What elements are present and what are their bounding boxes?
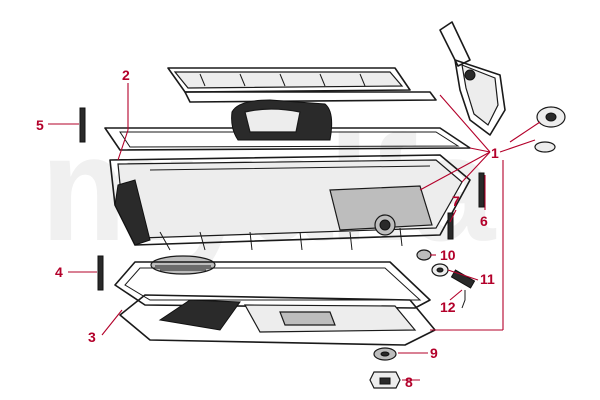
callout-1: 1 — [491, 145, 499, 161]
callout-11: 11 — [480, 271, 495, 287]
callout-12: 12 — [440, 299, 456, 315]
stud-6 — [478, 172, 485, 208]
callout-6: 6 — [480, 213, 488, 229]
stud-4 — [97, 255, 104, 291]
filler-cap — [534, 106, 566, 153]
callout-9: 9 — [430, 345, 438, 361]
callout-labels: 5 2 4 3 1 6 7 10 11 12 9 8 — [36, 67, 499, 390]
stud-5 — [79, 107, 86, 143]
part-9-washer — [373, 347, 397, 361]
callout-8: 8 — [405, 374, 413, 390]
callout-5: 5 — [36, 117, 44, 133]
callout-7: 7 — [452, 193, 460, 209]
callout-10: 10 — [440, 247, 456, 263]
part-10-washer — [416, 249, 432, 261]
lower-oil-pan — [119, 294, 436, 346]
oil-sump-body — [109, 154, 471, 251]
callout-3: 3 — [88, 329, 96, 345]
oil-pump-housing — [231, 99, 333, 141]
callout-2: 2 — [122, 67, 130, 83]
stud-7 — [447, 212, 454, 240]
part-8-drain-plug — [369, 371, 401, 389]
callout-4: 4 — [55, 264, 63, 280]
lower-gasket — [114, 261, 431, 309]
dipstick-guide — [439, 21, 506, 136]
part-11-plug — [431, 263, 449, 277]
leader-lines — [48, 83, 541, 381]
strainer-gauze — [150, 255, 216, 275]
part-2-baffle — [167, 67, 437, 103]
